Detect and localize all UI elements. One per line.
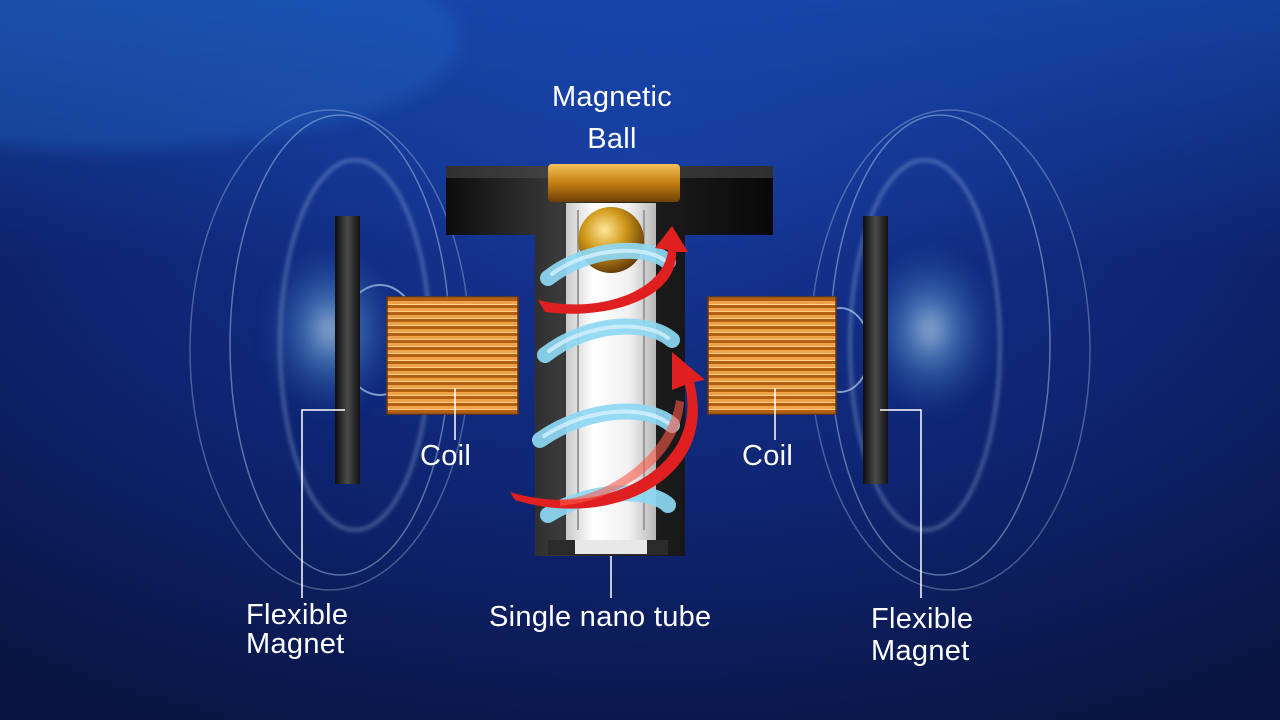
single-nano-tube-label: Single nano tube (489, 601, 712, 633)
leader-lines (301, 388, 922, 598)
magnetic-ball-label-line-2: Ball (587, 123, 637, 155)
coil-left-label: Coil (420, 440, 472, 472)
coil-right (708, 297, 836, 414)
flexible-magnet-right-label: Flexible Magnet (871, 603, 973, 667)
coil-right-label: Coil (742, 440, 794, 472)
flexible-magnet-left (335, 216, 360, 484)
magnetic-ball-label: Magnetic Ball (532, 76, 692, 160)
flexible-magnet-left-label-line-2: Magnet (246, 628, 345, 660)
flexible-magnet-left-label-line-1: Flexible (246, 599, 349, 631)
coil-left (387, 297, 518, 414)
flexible-magnet-right (863, 216, 888, 484)
flexible-magnet-right-label-line-2: Magnet (871, 635, 970, 667)
leader-flexible-magnet-right (880, 409, 922, 598)
magnetic-ball-cap (548, 164, 680, 202)
flexible-magnet-left-label: Flexible Magnet (246, 601, 348, 659)
magnetic-ball-label-line-1: Magnetic (551, 81, 673, 113)
leader-flexible-magnet-left (301, 409, 345, 598)
flexible-magnet-right-label-line-1: Flexible (871, 603, 974, 635)
red-swirl-arrows (510, 226, 705, 509)
